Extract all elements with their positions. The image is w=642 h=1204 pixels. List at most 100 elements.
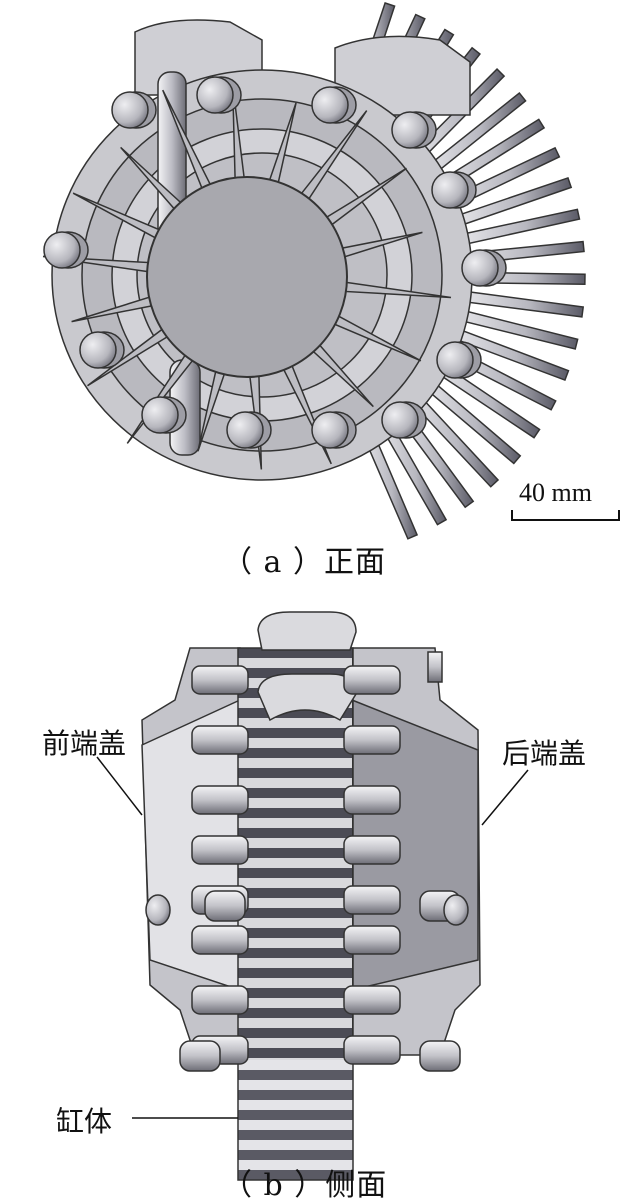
fin-strip [238,998,352,1008]
bolt-head [461,249,499,287]
bolt-head [311,86,349,124]
fin-strip [238,778,352,788]
stud-right [343,885,401,915]
fin-strip [238,1048,352,1058]
stud-right [343,835,401,865]
leader-rear-cover [481,769,529,826]
stud-right [343,925,401,955]
fin-strip [238,1160,353,1170]
label-rear-cover: 后端盖 [502,737,587,770]
fin-strip [238,818,352,828]
label-cylinder: 缸体 [56,1105,113,1138]
fin-strip [238,1060,353,1070]
fin-strip [238,838,352,848]
caption-a: （ a ）正面 [222,545,386,580]
fin-strip [238,1090,353,1100]
fin-strip [238,1008,352,1018]
scale-bar-label: 40 mm [519,478,592,507]
fin-strip [238,988,352,998]
fin-strip [238,748,352,758]
stud-right [343,985,401,1015]
studs-b [145,651,469,1072]
fin-strip [238,1070,353,1080]
leader-front-cover [96,756,143,816]
label-front-cover: 前端盖 [42,727,127,760]
bolt-head [381,401,419,439]
bolt-head [111,91,149,129]
fin-strip [238,718,352,728]
fin-strip [238,948,352,958]
fin-strip [238,968,352,978]
bolt-head [431,171,469,209]
fin-strip [238,1110,353,1120]
fin-strip [238,938,352,948]
stud-left [191,725,249,755]
fin-strip [238,668,352,678]
bolt-head [79,331,117,369]
fin-strip [238,788,352,798]
fin-strip [238,848,352,858]
fin-strip [238,768,352,778]
stud-right [343,1035,401,1065]
fin-strip [238,1170,353,1180]
bolt-head [391,111,429,149]
stud-end [419,1040,461,1072]
stud-left [191,665,249,695]
side-view [141,611,481,1181]
stud-end [179,1040,221,1072]
bolt-head [226,411,264,449]
fin-strip [238,738,352,748]
stud-right [343,785,401,815]
leader-lines [96,756,529,1119]
fin-strip [238,1130,353,1140]
fin-strip [238,758,352,768]
stud-left [191,785,249,815]
side-knob-left [145,894,171,926]
front-view [42,2,586,540]
top-port-right [334,35,471,116]
fin-strip [238,1120,353,1130]
fin-strip [238,888,352,898]
fin-strip [238,1100,353,1110]
stud-right [343,725,401,755]
bolts-a [43,76,507,449]
stud-left [191,925,249,955]
caption-b: （ b ）侧面 [222,1168,388,1203]
fin-strip [238,808,352,818]
fin-strip [238,898,352,908]
bolt-head [141,396,179,434]
fin-strip [238,1018,352,1028]
top-stud-right [427,651,443,683]
fin-strip [238,858,352,868]
fin-strip [238,908,352,918]
fin-strip [238,1150,353,1160]
fin-strip [238,798,352,808]
fin-strip [238,828,352,838]
stud-left [191,985,249,1015]
stud-left [191,835,249,865]
spokes-a [42,84,452,470]
stud-right [343,665,401,695]
fin-strip [238,918,352,928]
fin-strip [238,958,352,968]
bolt-head [436,341,474,379]
fin-strip [238,978,352,988]
bolt-head [311,411,349,449]
fin-strip [238,1080,353,1090]
fin-strip [238,1038,352,1048]
fin-strip [238,878,352,888]
fin-strip [238,708,352,718]
top-port-b1 [257,611,357,651]
bolt-head [196,76,234,114]
fin-strip [238,928,352,938]
fin-strip [238,868,352,878]
fin-strip [238,728,352,738]
cylinder-fins [237,647,354,1181]
fin-strip [238,658,352,668]
fin-strip [238,1028,352,1038]
fin-strip [238,648,352,658]
scale-bar [511,510,620,521]
stud-end [204,890,246,922]
side-knob-right [443,894,469,926]
